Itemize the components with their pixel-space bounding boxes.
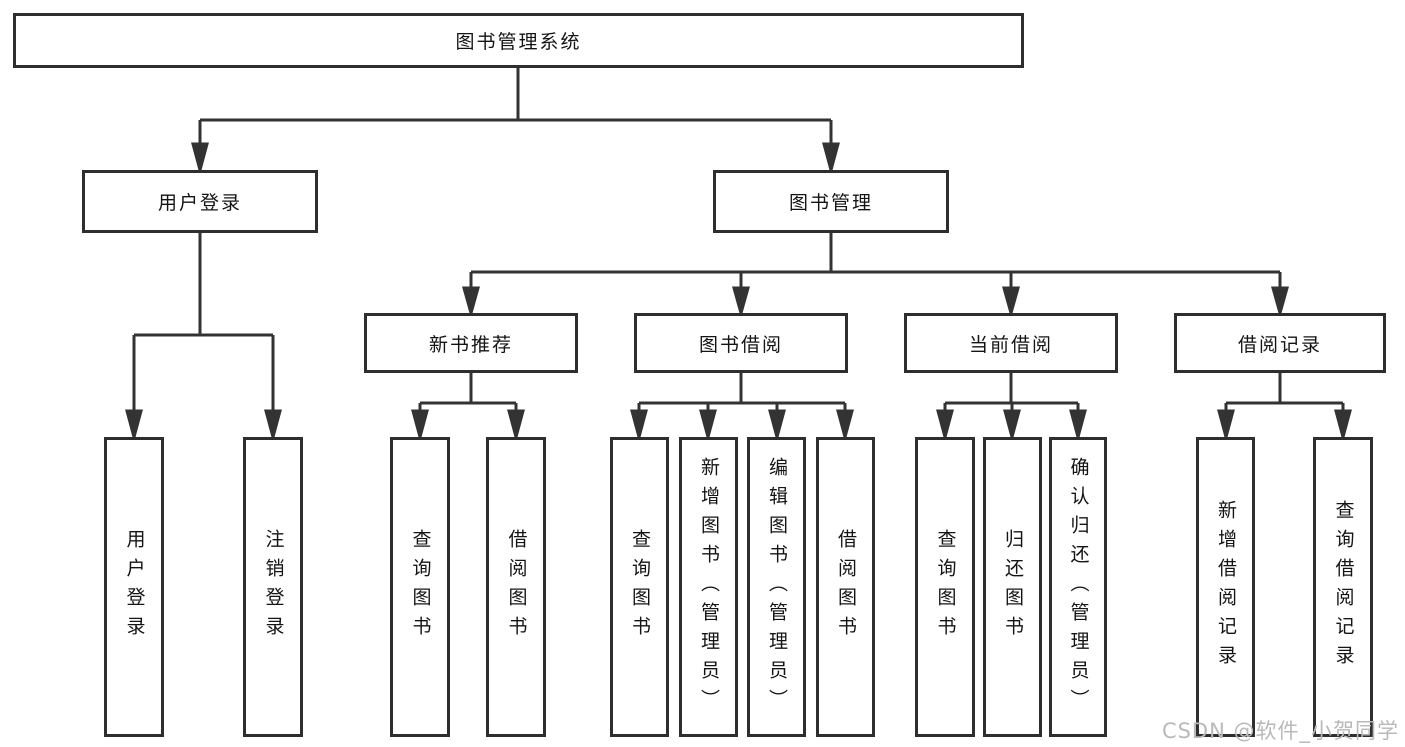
connector-borrow-record-to-leaves <box>1217 373 1352 443</box>
node-label: 查询图书 <box>629 529 651 645</box>
connector-book-borrow-to-leaves <box>630 373 854 443</box>
node-label: 用户登录 <box>157 192 242 214</box>
node-user-login: 用户登录 <box>82 170 318 233</box>
leaf-add-borrow-record: 新增借阅记录 <box>1196 437 1255 737</box>
node-label: 当前借阅 <box>968 333 1053 356</box>
node-label: 图书管理 <box>788 192 873 214</box>
connector-root-to-level2 <box>191 68 840 176</box>
leaf-query-book-recommend: 查询图书 <box>390 437 450 737</box>
leaf-edit-book-admin: 编辑图书（管理员） <box>747 437 806 737</box>
leaf-query-borrow-record: 查询借阅记录 <box>1313 437 1373 737</box>
leaf-logout: 注销登录 <box>243 437 303 737</box>
node-label: 新书推荐 <box>428 333 513 356</box>
node-label: 用户登录 <box>123 529 146 645</box>
leaf-borrow-book-recommend: 借阅图书 <box>486 437 546 737</box>
watermark: CSDN @软件_小贺同学 <box>1161 719 1399 743</box>
node-label: 确认归还（管理员） <box>1067 456 1090 718</box>
node-label: 借阅记录 <box>1237 333 1322 356</box>
node-label: 注销登录 <box>262 529 285 645</box>
leaf-query-book-borrow: 查询图书 <box>610 437 669 737</box>
leaf-return-book: 归还图书 <box>983 437 1042 737</box>
leaf-add-book-admin: 新增图书（管理员） <box>679 437 738 737</box>
node-new-book-recommend: 新书推荐 <box>364 313 578 373</box>
node-current-borrow: 当前借阅 <box>904 313 1118 373</box>
node-library-system: 图书管理系统 <box>13 13 1024 68</box>
connector-book-mgmt-to-level3 <box>462 233 1289 319</box>
node-book-management: 图书管理 <box>713 170 949 233</box>
leaf-borrow-book: 借阅图书 <box>816 437 875 737</box>
node-label: 图书管理系统 <box>455 31 582 53</box>
leaf-query-book-current: 查询图书 <box>915 437 975 737</box>
node-label: 查询图书 <box>409 529 432 645</box>
leaf-confirm-return-admin: 确认归还（管理员） <box>1049 437 1107 737</box>
connector-user-login-to-leaves <box>125 233 282 443</box>
node-borrow-records: 借阅记录 <box>1174 313 1386 373</box>
node-label: 归还图书 <box>1002 529 1024 645</box>
node-label: 编辑图书（管理员） <box>766 456 788 718</box>
node-label: 新增图书（管理员） <box>698 456 720 718</box>
node-label: 借阅图书 <box>505 529 528 645</box>
connector-new-book-to-leaves <box>411 373 525 443</box>
node-label: 图书借阅 <box>698 333 783 356</box>
node-label: 新增借阅记录 <box>1215 500 1237 674</box>
node-label: 借阅图书 <box>835 529 857 645</box>
connector-current-borrow-to-leaves <box>936 373 1087 443</box>
node-label: 查询图书 <box>934 529 957 645</box>
leaf-user-login: 用户登录 <box>104 437 164 737</box>
node-label: 查询借阅记录 <box>1332 500 1355 674</box>
node-book-borrow: 图书借阅 <box>634 313 848 373</box>
